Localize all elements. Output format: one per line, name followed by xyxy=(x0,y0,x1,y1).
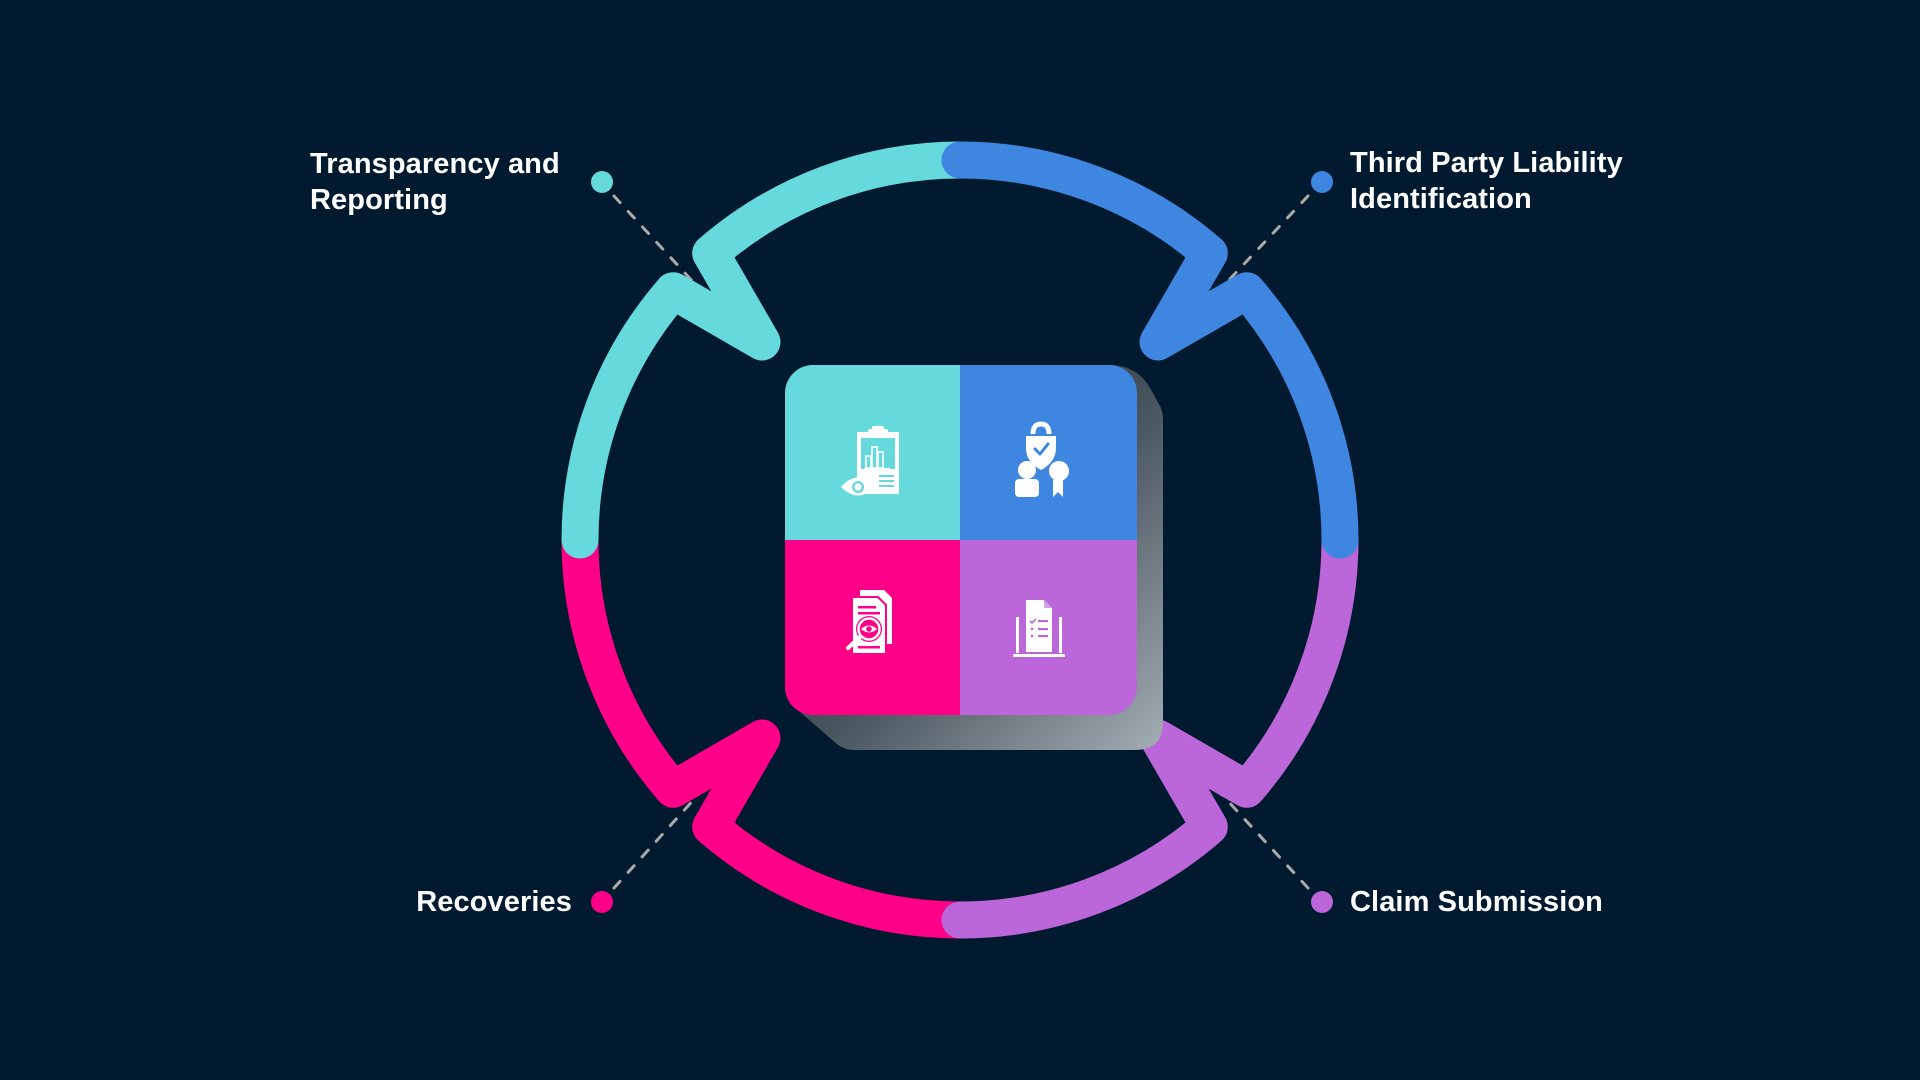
label-claim-submission: Claim Submission xyxy=(1350,884,1603,920)
connector-recoveries xyxy=(612,784,708,890)
lock-shield-person-award-icon xyxy=(1015,421,1069,497)
label-line: Claim Submission xyxy=(1350,886,1603,918)
ring-segment-transparency xyxy=(561,141,979,559)
dot-claim-submission xyxy=(1311,891,1333,913)
connector-claim-submission xyxy=(1212,784,1310,890)
label-transparency: Transparency and Reporting xyxy=(310,146,560,218)
ring-segment-third-party xyxy=(941,141,1359,559)
label-third-party: Third Party Liability Identification xyxy=(1350,145,1623,217)
dot-transparency xyxy=(591,171,613,193)
label-line: Reporting xyxy=(310,184,448,216)
label-line: Third Party Liability xyxy=(1350,147,1623,179)
label-line: Recoveries xyxy=(416,886,572,918)
icon-card xyxy=(785,365,1137,715)
ring-segment-recoveries xyxy=(561,521,979,939)
document-magnifier-eye-icon xyxy=(846,590,892,655)
dot-third-party xyxy=(1311,171,1333,193)
laptop-checklist-document-icon xyxy=(1013,600,1065,657)
dot-recoveries xyxy=(591,891,613,913)
label-recoveries: Recoveries xyxy=(416,884,572,920)
clipboard-chart-eye-icon xyxy=(841,426,899,496)
label-line: Transparency and xyxy=(310,148,560,180)
label-line: Identification xyxy=(1350,183,1532,215)
connector-transparency xyxy=(612,194,708,298)
